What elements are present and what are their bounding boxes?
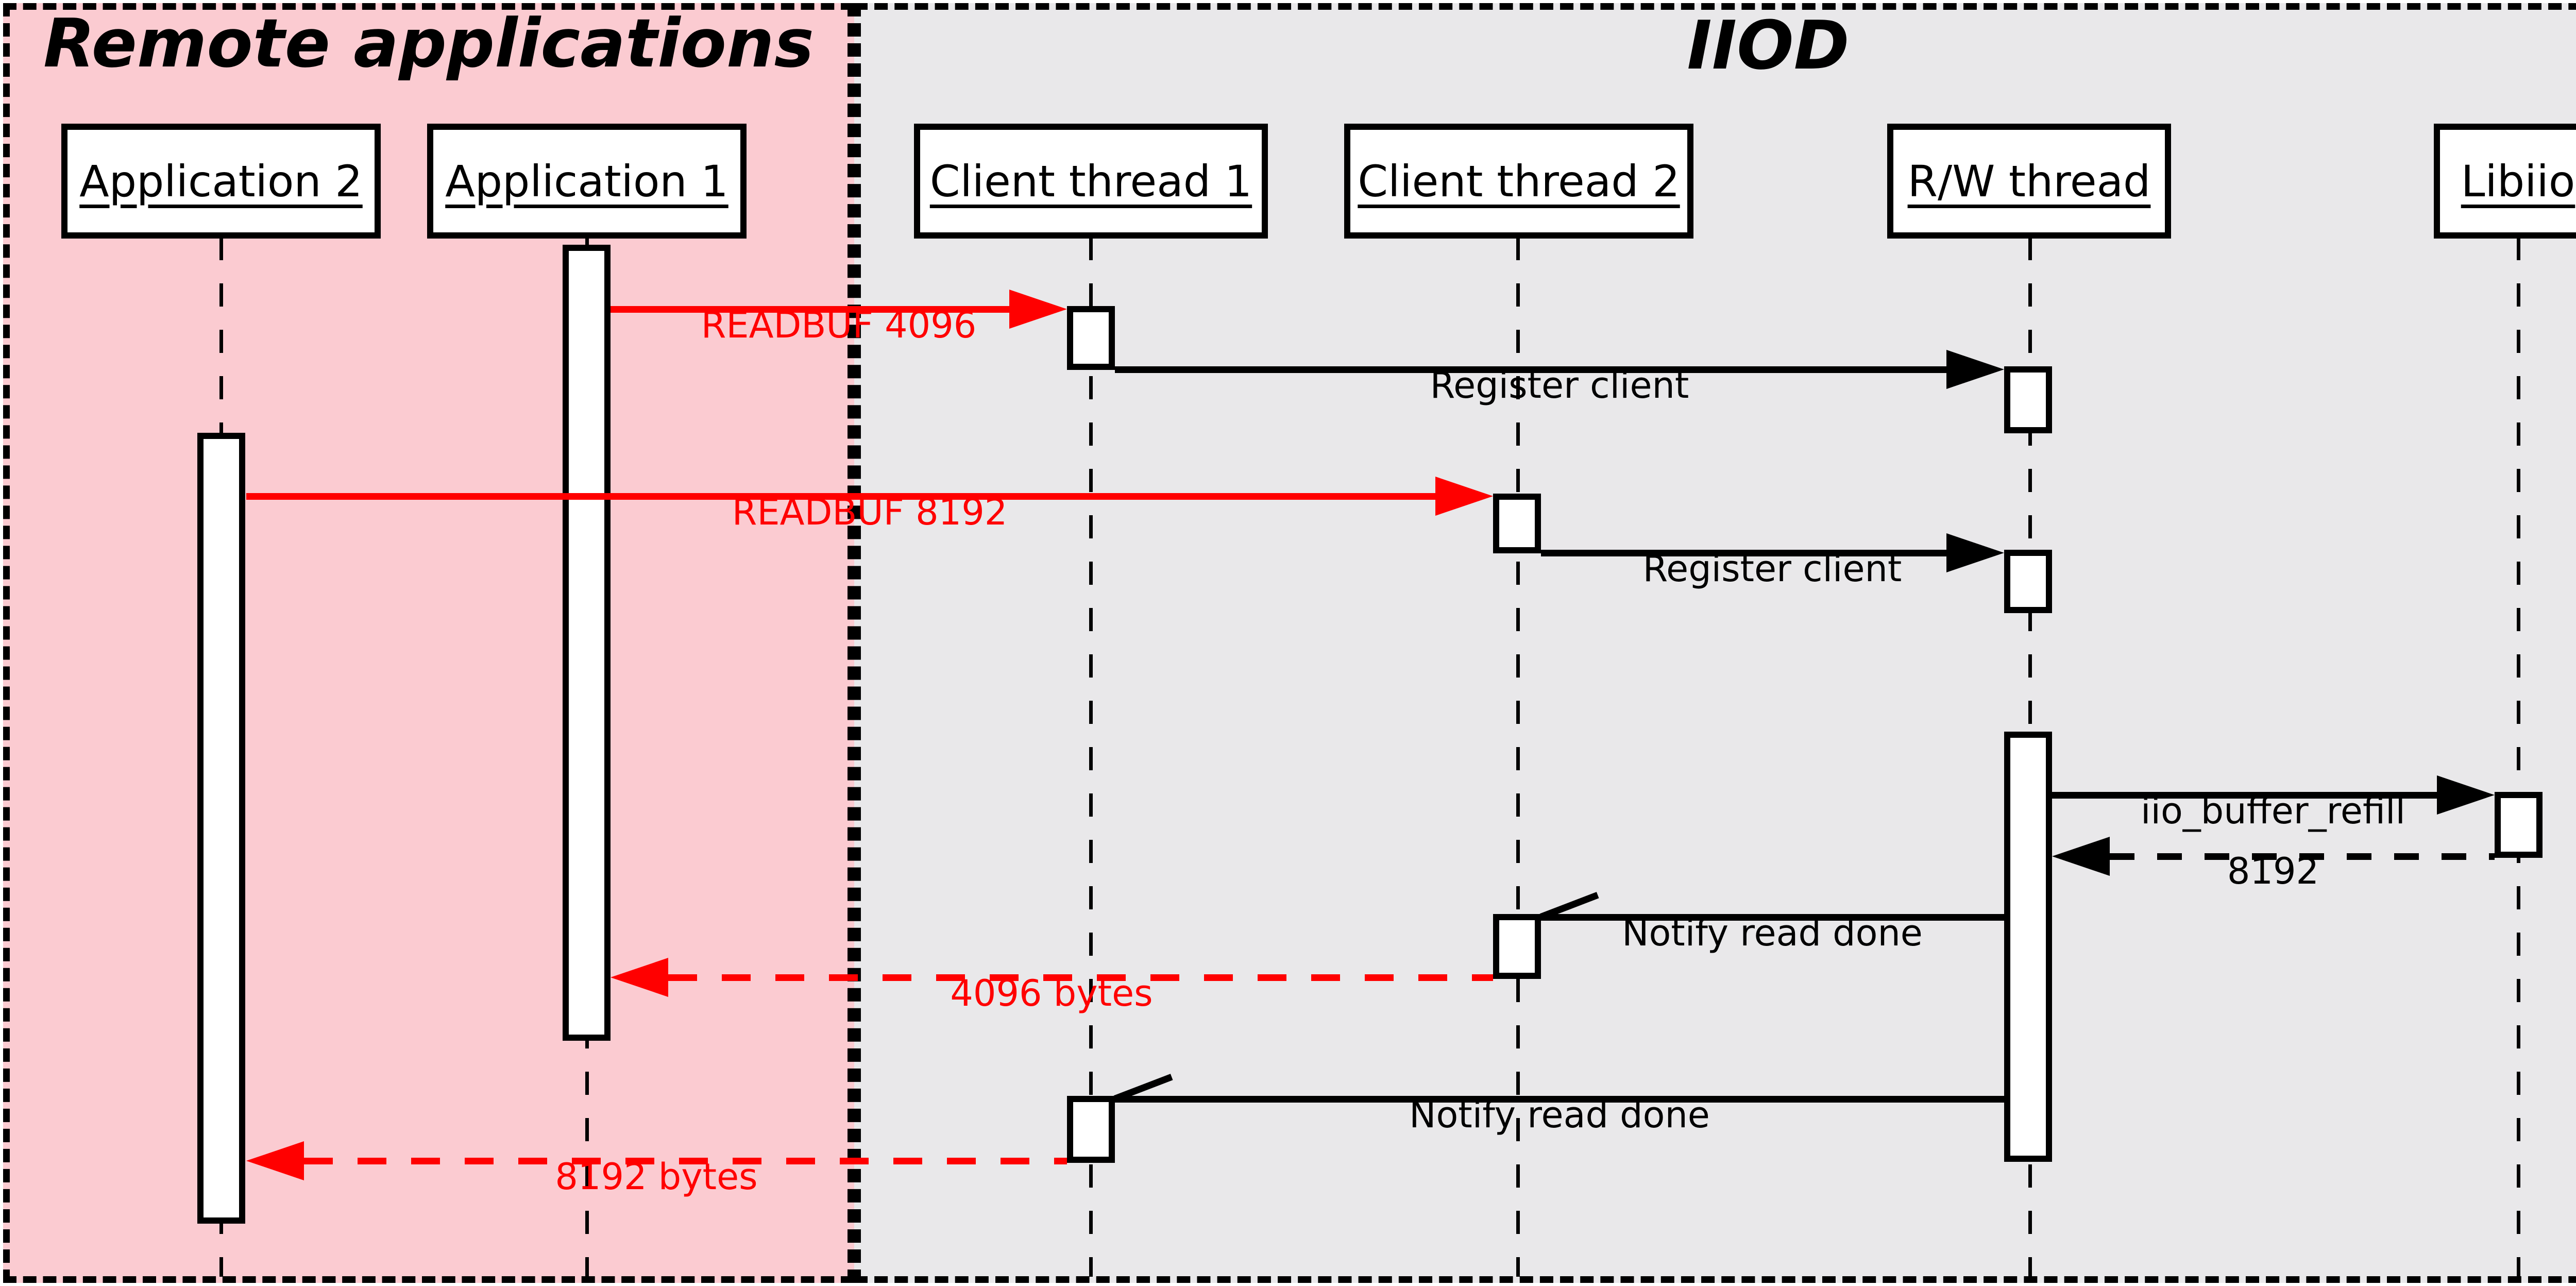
- activation-bar-rw-thread-2: [2004, 550, 2052, 613]
- participant-box-application-2: Application 2: [61, 124, 381, 239]
- message-line-4096-bytes: [668, 974, 1493, 981]
- group-title-remote-applications: Remote applications: [43, 4, 814, 82]
- message-label: Notify read done: [1622, 912, 1923, 954]
- activation-bar-rw-thread-3: [2004, 732, 2052, 1162]
- arrowhead-right-icon: [2437, 775, 2495, 815]
- participant-label: Libiio: [2461, 156, 2575, 207]
- arrowhead-right-icon: [1009, 290, 1067, 329]
- message-label: 8192 bytes: [555, 1156, 758, 1198]
- arrowhead-left-icon: [246, 1141, 304, 1180]
- activation-bar-libiio: [2495, 792, 2543, 858]
- arrowhead-right-icon: [1435, 477, 1493, 516]
- participant-label: Client thread 2: [1358, 156, 1680, 207]
- group-title-iiod: IIOD: [1687, 6, 1850, 84]
- participant-box-client-thread-1: Client thread 1: [914, 124, 1268, 239]
- arrowhead-right-icon: [1946, 350, 2004, 389]
- message-line-readbuf-8192: [246, 493, 1435, 500]
- message-line-register-client-1: [1115, 366, 1946, 373]
- message-line-8192-bytes: [304, 1158, 1067, 1164]
- message-line-readbuf-4096: [611, 306, 1009, 313]
- activation-bar-application-1: [563, 245, 611, 1041]
- message-label: Register client: [1430, 364, 1689, 407]
- participant-label: Application 1: [445, 156, 728, 207]
- message-line-iio-buffer-refill: [2052, 792, 2437, 799]
- message-line-notify-read-done-1: [1541, 914, 2004, 921]
- participant-box-client-thread-2: Client thread 2: [1344, 124, 1693, 239]
- message-line-return-8192: [2110, 853, 2495, 860]
- message-label: 8192: [2227, 850, 2319, 892]
- message-line-notify-read-done-2: [1115, 1096, 2004, 1103]
- arrowhead-left-icon: [611, 958, 668, 997]
- activation-bar-client-thread-2a: [1493, 494, 1541, 553]
- arrowhead-left-icon: [2052, 837, 2110, 876]
- message-line-register-client-2: [1541, 550, 1946, 556]
- participant-label: Application 2: [79, 156, 363, 207]
- participant-box-rw-thread: R/W thread: [1887, 124, 2171, 239]
- activation-bar-client-thread-1a: [1067, 306, 1115, 370]
- message-label: READBUF 8192: [732, 491, 1008, 533]
- message-label: 4096 bytes: [950, 972, 1153, 1014]
- participant-box-libiio: Libiio: [2434, 124, 2576, 239]
- lifeline-client-thread-2: [1516, 237, 1520, 1277]
- lifeline-libiio: [2517, 237, 2520, 1277]
- activation-bar-client-thread-2b: [1493, 914, 1541, 979]
- arrowhead-right-icon: [1946, 533, 2004, 572]
- message-label: Register client: [1642, 548, 1902, 590]
- activation-bar-rw-thread-1: [2004, 366, 2052, 433]
- participant-label: R/W thread: [1907, 156, 2151, 207]
- message-label: READBUF 4096: [701, 304, 977, 346]
- message-label: Notify read done: [1409, 1094, 1710, 1136]
- lifeline-client-thread-1: [1089, 237, 1093, 1277]
- participant-label: Client thread 1: [929, 156, 1252, 207]
- participant-box-application-1: Application 1: [427, 124, 747, 239]
- activation-bar-client-thread-1b: [1067, 1096, 1115, 1163]
- activation-bar-application-2: [197, 433, 245, 1224]
- message-label: iio_buffer_refill: [2141, 790, 2405, 832]
